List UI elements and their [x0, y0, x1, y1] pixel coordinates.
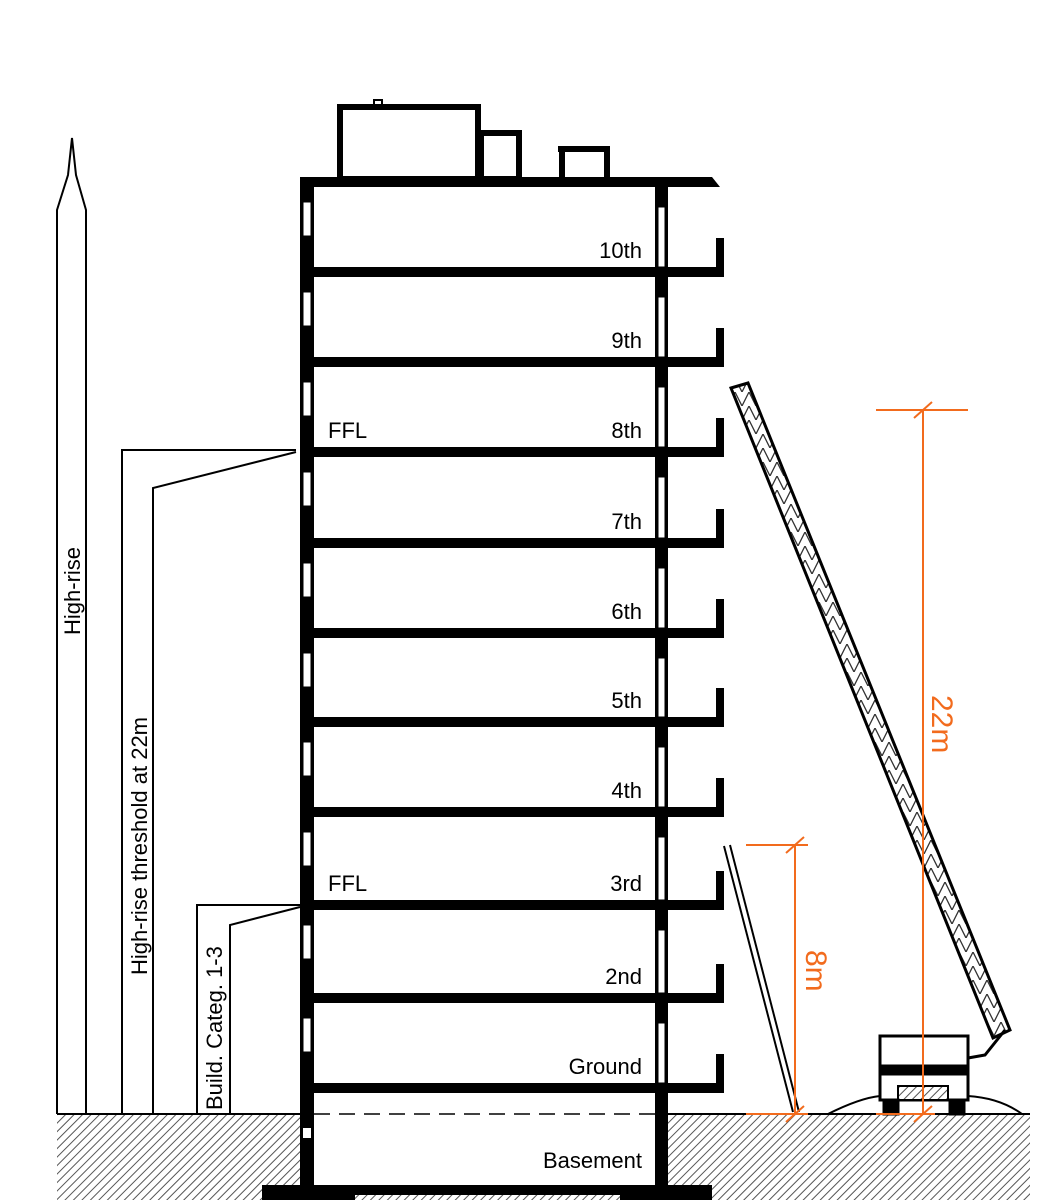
balcony-parapet	[716, 238, 724, 272]
window-exterior	[302, 831, 312, 867]
dimension-22m	[876, 401, 968, 1123]
threshold-bracket	[121, 449, 297, 1114]
roof-slab	[300, 177, 720, 187]
floor-slab	[300, 628, 724, 638]
threshold-label: High-rise threshold at 22m	[127, 717, 152, 975]
floor-slab	[300, 267, 724, 277]
window-interior	[657, 836, 666, 901]
floor-label: Ground	[569, 1054, 642, 1079]
basement-window	[303, 1128, 311, 1138]
balcony-parapet	[716, 418, 724, 452]
rooftop-structures	[337, 99, 610, 182]
balcony-parapet	[716, 509, 724, 543]
balcony-parapet	[716, 599, 724, 633]
portable-ladder	[723, 844, 800, 1113]
balcony-parapet	[716, 778, 724, 812]
high-rise-label: High-rise	[60, 547, 85, 635]
floor-label: 7th	[611, 509, 642, 534]
floor-slab	[300, 447, 724, 457]
dimension-22m-label: 22m	[925, 695, 958, 753]
footing-right	[620, 1185, 712, 1200]
build-categ-label: Build. Categ. 1-3	[202, 946, 227, 1110]
floor-slab	[300, 900, 724, 910]
window-interior	[657, 206, 666, 268]
aerial-ladder	[728, 381, 1012, 1041]
window-exterior	[302, 381, 312, 417]
window-exterior	[302, 1017, 312, 1053]
floor-label: 4th	[611, 778, 642, 803]
window-exterior	[302, 201, 312, 237]
floor-slab	[300, 807, 724, 817]
ground	[57, 1113, 1030, 1200]
window-interior	[657, 296, 666, 358]
balcony-parapet	[716, 328, 724, 362]
balcony-parapet	[716, 964, 724, 998]
window-interior	[657, 1022, 666, 1084]
basement-slab	[262, 1185, 712, 1195]
window-interior	[657, 657, 666, 718]
floor-label: 9th	[611, 328, 642, 353]
basement-label: Basement	[543, 1148, 642, 1173]
window-exterior	[302, 924, 312, 960]
floor-slab	[300, 538, 724, 548]
floor-label: 3rd	[610, 871, 642, 896]
floor-label: 10th	[599, 238, 642, 263]
high-rise-spire	[56, 137, 87, 1114]
fire-truck	[827, 1029, 1026, 1116]
floor-label: 8th	[611, 418, 642, 443]
window-interior	[657, 476, 666, 539]
window-exterior	[302, 471, 312, 507]
floor-label: 6th	[611, 599, 642, 624]
dimension-8m	[746, 836, 808, 1123]
floor-label: 5th	[611, 688, 642, 713]
window-interior	[657, 929, 666, 994]
floor-slab	[300, 357, 724, 367]
window-exterior	[302, 652, 312, 688]
floor-slab	[300, 1083, 724, 1093]
balcony-parapet	[716, 1054, 724, 1088]
floor-slab	[300, 993, 724, 1003]
window-interior	[657, 746, 666, 808]
ffl-label: FFL	[328, 418, 367, 443]
footing-left	[262, 1185, 355, 1200]
balcony-parapet	[716, 688, 724, 722]
balcony-parapet	[716, 871, 724, 905]
window-exterior	[302, 291, 312, 327]
window-exterior	[302, 741, 312, 777]
dimension-8m-label: 8m	[799, 950, 832, 992]
floor-slab	[300, 717, 724, 727]
wall-windows	[302, 201, 666, 1138]
window-exterior	[302, 562, 312, 598]
window-interior	[657, 567, 666, 629]
ffl-label: FFL	[328, 871, 367, 896]
build-categ-bracket	[196, 904, 301, 1114]
floor-label: 2nd	[605, 964, 642, 989]
window-interior	[657, 386, 666, 448]
